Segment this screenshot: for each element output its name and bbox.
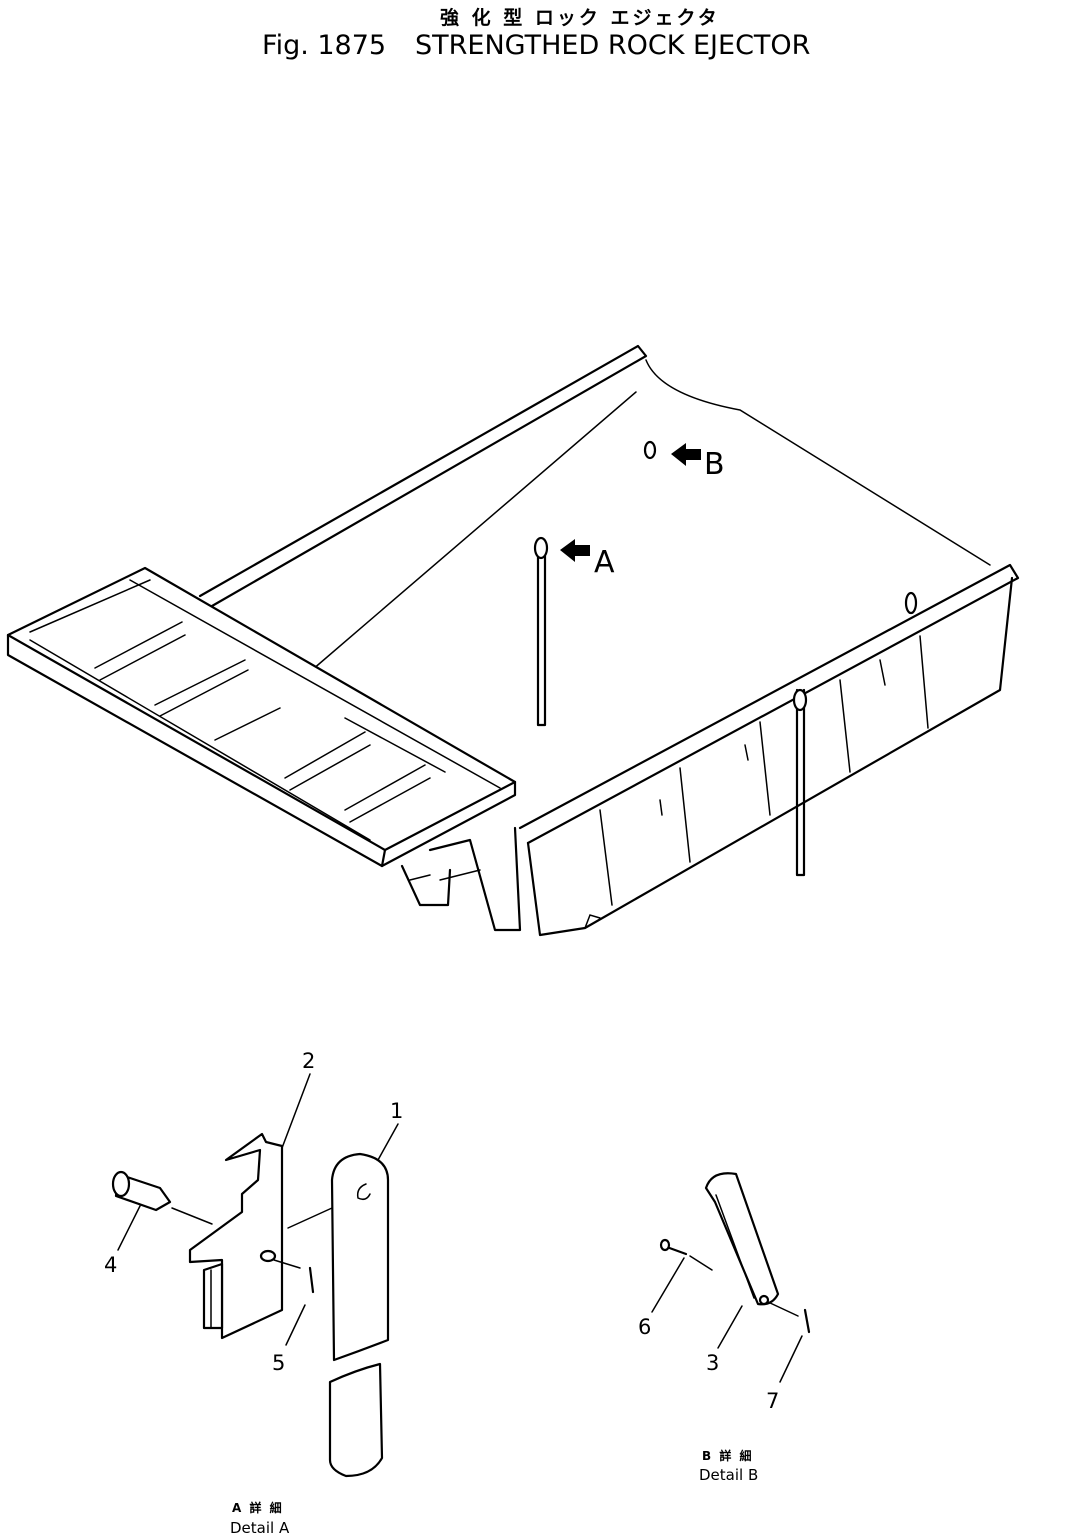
bolt-head (659, 1238, 671, 1252)
callout-a: A (560, 539, 615, 580)
arrow-b-icon (671, 443, 701, 466)
canopy-inner-rail-3 (29, 639, 371, 841)
pin-part-4-head (111, 1170, 131, 1198)
part-number-1: 1 (390, 1099, 403, 1123)
bracket-part-2-hole (259, 1249, 277, 1263)
right-wall-rib-5 (919, 635, 929, 729)
left-side-rail (198, 344, 648, 608)
canopy-slat-9 (349, 777, 431, 823)
right-wall-rib-2 (679, 767, 691, 863)
right-wall-panel (526, 576, 1014, 937)
ejector-far-head (904, 591, 918, 615)
hinge-mount-2 (428, 826, 522, 932)
leader-part-5 (285, 1304, 306, 1346)
bracket-hole-to-pin (273, 1259, 301, 1269)
canopy-front-edge (6, 633, 387, 868)
callout-b: B (671, 443, 725, 482)
leader-part-7 (779, 1335, 803, 1383)
hole-to-pin-line (767, 1301, 799, 1317)
canopy-slat-8 (344, 764, 426, 811)
ejector-a-head (533, 536, 549, 560)
right-side-rail (518, 563, 1020, 845)
leader-part-3 (717, 1305, 743, 1349)
detail-a-caption-english: Detail A (230, 1519, 290, 1537)
ejector-rod-right (795, 688, 806, 877)
pin-to-bracket-line (171, 1207, 213, 1225)
canopy-slat-2 (99, 634, 186, 681)
bracket-part-2-body (188, 1132, 284, 1340)
canopy-slat-1 (94, 621, 183, 669)
dump-body-drawing (6, 344, 1020, 937)
right-wall-mark-1 (659, 799, 663, 816)
canopy-inner-rail-2 (129, 579, 501, 789)
right-wall-mark-2 (744, 744, 749, 761)
right-wall-rib-1 (599, 809, 613, 906)
ejector-b-head (643, 440, 657, 460)
plate-hole-b (758, 1294, 770, 1306)
plate-part-3-inner (715, 1194, 755, 1299)
right-wall-rib-4 (839, 679, 851, 773)
detail-b-lines (651, 1172, 811, 1383)
canopy-side-edge (380, 780, 517, 868)
detail-a-caption: A 詳 細 Detail A (230, 1500, 290, 1537)
part-number-2: 2 (302, 1049, 315, 1073)
plate-part-1-bottom (328, 1362, 384, 1478)
detail-b-caption: B 詳 細 Detail B (699, 1448, 758, 1484)
part-number-5: 5 (272, 1351, 285, 1375)
title-japanese: 強 化 型 ロック エジェクタ (440, 6, 720, 29)
leader-part-6 (651, 1257, 685, 1313)
detail-a-caption-japanese: A 詳 細 (232, 1500, 284, 1515)
part-number-3: 3 (706, 1351, 719, 1375)
arrow-a-icon (560, 539, 590, 562)
canopy-slat-10 (344, 717, 446, 773)
plate-part-1-slot (356, 1183, 371, 1201)
callout-a-label: A (594, 545, 615, 580)
right-wall-edge (584, 914, 601, 929)
part-number-4: 4 (104, 1253, 117, 1277)
figure-number: Fig. 1875 (262, 30, 386, 61)
detail-b-caption-english: Detail B (699, 1466, 758, 1484)
leader-part-2 (281, 1073, 311, 1149)
floor-diagonal (311, 391, 637, 671)
right-wall-rib-3 (759, 721, 771, 816)
right-wall-mark-3 (879, 659, 886, 686)
plate-part-3-body (704, 1172, 780, 1306)
canopy-slat-3 (154, 659, 246, 706)
detail-a-leaders (281, 1073, 399, 1346)
title-block: 強 化 型 ロック エジェクタ Fig. 1875 STRENGTHED ROC… (262, 6, 810, 61)
canopy-slat-5 (214, 707, 281, 741)
canopy-slat-4 (159, 669, 249, 717)
canopy-slat-6 (284, 731, 366, 779)
hinge-detail (409, 869, 481, 881)
canopy-frame (6, 566, 517, 852)
leader-part-1 (377, 1123, 399, 1161)
plate-part-1-top (330, 1152, 390, 1362)
part-number-7: 7 (766, 1389, 779, 1413)
callout-b-label: B (704, 447, 725, 482)
detail-a-parts (111, 1132, 390, 1478)
bracket-part-2-tab (202, 1262, 224, 1330)
figure-title: STRENGTHED ROCK EJECTOR (415, 30, 810, 61)
pin-part-7 (803, 1308, 811, 1334)
detail-b-caption-japanese: B 詳 細 (702, 1448, 754, 1463)
hinge-mount (400, 864, 452, 907)
part-number-6: 6 (638, 1315, 651, 1339)
pin-part-4-leader (117, 1205, 141, 1251)
canopy-slat-7 (289, 744, 371, 791)
bracket-to-plate-line (287, 1207, 333, 1229)
ejector-rod-a (536, 554, 547, 727)
small-pin-part-5-body (308, 1266, 315, 1294)
bolt-to-plate-line (689, 1255, 713, 1271)
ejector-right-head (792, 688, 808, 712)
floor-front-edge (645, 359, 991, 566)
part-labels: 2 1 4 5 6 3 7 (104, 1049, 779, 1413)
canopy-inner-rail-1 (29, 579, 151, 633)
